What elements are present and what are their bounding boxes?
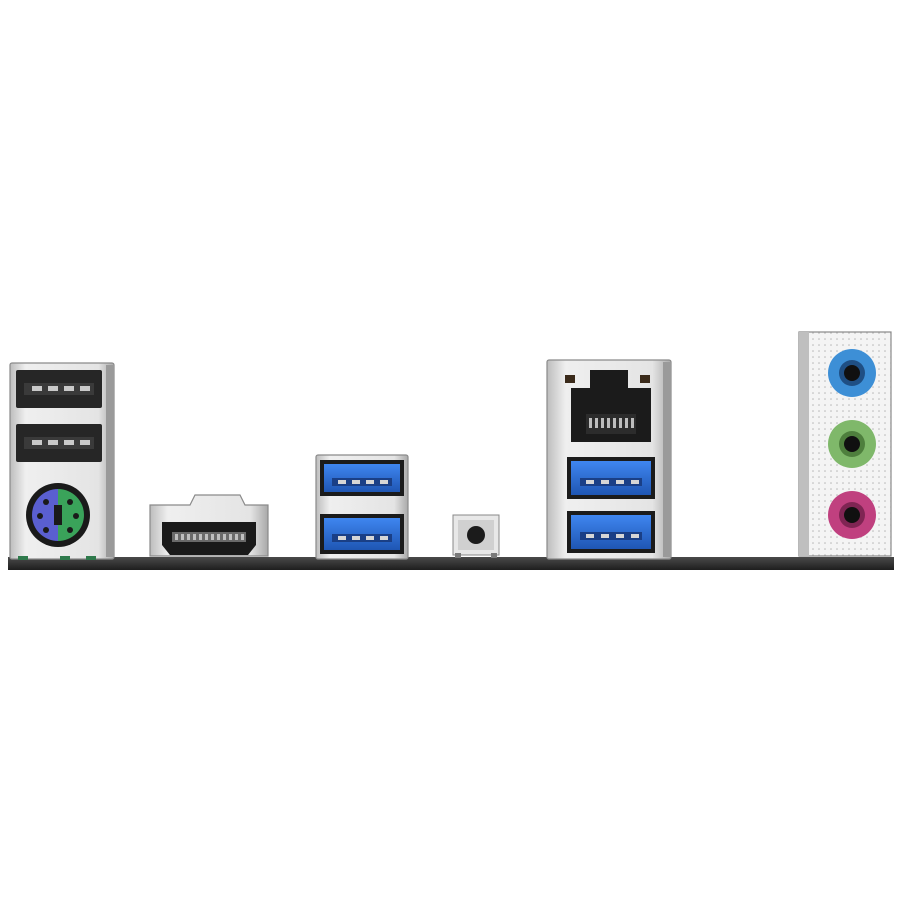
usb2-port[interactable] [16, 370, 102, 408]
audio-jack-line-in[interactable] [828, 349, 876, 397]
usb3-stack-center [315, 454, 409, 560]
rj45-port[interactable] [565, 370, 651, 442]
usb3-port[interactable] [567, 511, 655, 553]
ps2-combo-port[interactable] [26, 483, 90, 547]
audio-stack [798, 331, 892, 557]
hdmi-port[interactable] [149, 494, 269, 557]
usb2-port[interactable] [16, 424, 102, 462]
usb2-ps2-stack [9, 362, 115, 560]
usb3-port[interactable] [320, 514, 404, 554]
audio-jack-mic-in[interactable] [828, 491, 876, 539]
button[interactable] [452, 514, 500, 558]
audio-jack-line-out[interactable] [828, 420, 876, 468]
usb3-port[interactable] [320, 460, 404, 496]
pcb-edge [8, 557, 894, 570]
lan-usb3-stack [546, 359, 672, 560]
usb3-port[interactable] [567, 457, 655, 499]
